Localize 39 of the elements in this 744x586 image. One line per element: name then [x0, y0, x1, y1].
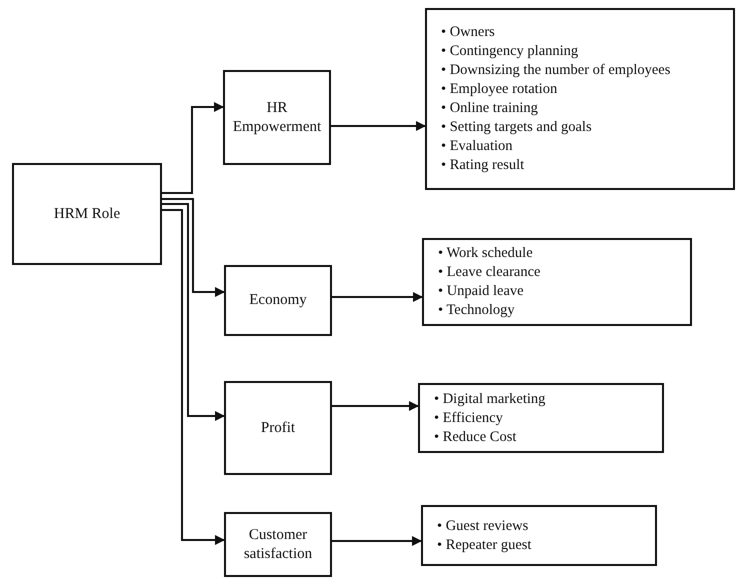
- list-item: • Rating result: [441, 156, 526, 175]
- process-box: [224, 512, 332, 577]
- list-item: • Guest reviews: [437, 516, 530, 536]
- arrow: [162, 203, 225, 421]
- list-item: • Downsizing the number of employees: [441, 61, 670, 80]
- box-label: Profit: [260, 418, 296, 438]
- list-item: • Unpaid leave: [438, 282, 525, 301]
- arrow: [162, 102, 224, 194]
- list-item: • Online training: [441, 99, 539, 118]
- box-label: Economy: [249, 291, 307, 310]
- arrow: [331, 121, 426, 131]
- arrow: [332, 292, 423, 302]
- list-box: [425, 8, 735, 190]
- list-item: • Repeater guest: [437, 536, 532, 554]
- box-label: HR Empowerment: [232, 98, 322, 136]
- box-label: Customer satisfaction: [242, 526, 314, 564]
- list-item: • Work schedule: [438, 244, 534, 263]
- process-box: [224, 265, 332, 336]
- list-item: • Owners: [441, 23, 496, 42]
- box-label: HRM Role: [54, 204, 120, 224]
- arrow: [332, 401, 419, 411]
- list-item: • Technology: [438, 301, 516, 320]
- list-item: • Reduce Cost: [434, 428, 518, 446]
- list-item: • Evaluation: [441, 137, 514, 156]
- list-item: • Contingency planning: [441, 42, 580, 61]
- list-box: [422, 238, 692, 326]
- list-box: [418, 383, 664, 453]
- list-item: • Efficiency: [434, 408, 504, 428]
- list-item: • Employee rotation: [441, 80, 558, 99]
- process-box: [223, 70, 331, 165]
- arrow: [162, 209, 225, 545]
- list-item: • Digital marketing: [434, 390, 546, 408]
- list-item: • Setting targets and goals: [441, 118, 593, 137]
- list-item: • Leave clearance: [438, 263, 540, 282]
- list-box: [421, 505, 657, 566]
- arrow: [162, 198, 225, 297]
- process-box: [12, 163, 162, 265]
- process-box: [224, 381, 332, 475]
- arrow: [332, 536, 422, 546]
